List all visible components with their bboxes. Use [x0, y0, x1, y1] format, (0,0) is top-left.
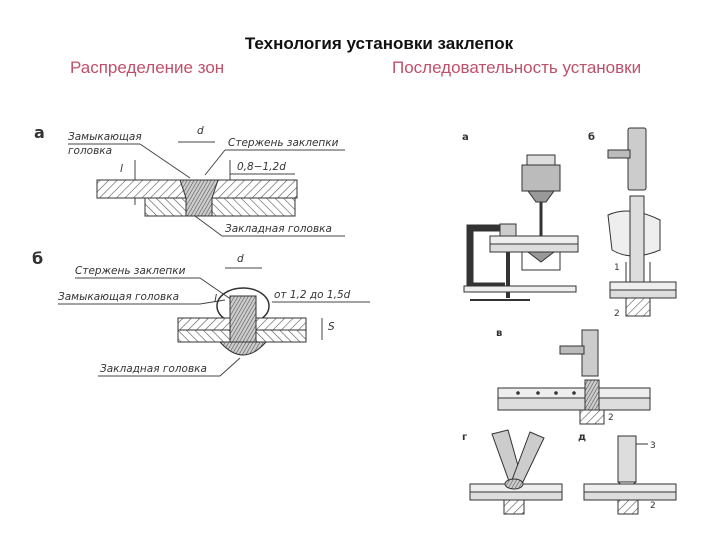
panel-a-letter: а — [34, 123, 45, 142]
label-factory-head-a: Закладная головка — [225, 223, 332, 235]
support-g — [503, 499, 525, 515]
subtitle-installation-sequence: Последовательность установки — [392, 58, 642, 77]
plate-top-b — [609, 281, 677, 291]
plate-top-d — [583, 483, 677, 493]
label-2-b: 2 — [614, 309, 620, 319]
step-b-setting: б 1 2 — [588, 127, 677, 319]
slide-title: Технология установки заклепок — [244, 34, 514, 53]
rivet-shank-b — [229, 295, 257, 343]
label-closing-head-a-2: головка — [68, 145, 112, 157]
hammer-head-b — [627, 127, 647, 191]
step-g-letter: г — [462, 432, 467, 443]
drill-spindle — [526, 154, 556, 166]
label-d-b: d — [237, 253, 244, 265]
step-b-letter: б — [588, 131, 595, 143]
label-height-a: 0,8−1,2d — [237, 161, 286, 173]
label-2-d: 2 — [650, 501, 656, 511]
step-d-finishing: д 3 2 — [578, 432, 677, 515]
panel-a-countersunk-rivet: а Замыкающая головка d Стержень заклепки… — [34, 123, 345, 237]
label-shank-a: Стержень заклепки — [228, 137, 339, 149]
crimping-die-d — [617, 435, 637, 483]
support-d — [617, 499, 639, 515]
workbench-a — [463, 285, 577, 293]
rivet-body-a — [179, 179, 219, 217]
rivet-v — [584, 379, 600, 411]
label-closing-head-b: Замыкающая головка — [58, 291, 179, 303]
plate-bottom-g — [469, 491, 563, 501]
label-factory-head-b: Закладная головка — [100, 363, 207, 375]
hammer-right-g — [511, 431, 545, 485]
label-closing-head-a: Замыкающая — [68, 131, 142, 143]
rivet-set-b — [629, 195, 645, 287]
hammer-handle-v — [559, 345, 585, 355]
drill-plate-top — [489, 235, 579, 245]
label-d-a: d — [197, 125, 204, 137]
label-1-b: 1 — [614, 263, 620, 273]
support-b — [625, 297, 651, 317]
support-v — [579, 409, 605, 425]
step-a-drilling: а — [462, 132, 579, 301]
step-g-shaping: г — [462, 429, 563, 515]
panel-b-letter: б — [32, 249, 43, 268]
drill-plate-bottom — [489, 243, 579, 253]
step-v-letter: в — [496, 328, 502, 339]
drill-chuck-tip — [527, 190, 555, 203]
drill-chuck — [521, 164, 561, 192]
factory-head-b — [218, 341, 268, 356]
drill-support-block — [526, 251, 556, 263]
label-length-b: от 1,2 до 1,5d — [274, 289, 351, 301]
step-a-letter: а — [462, 132, 469, 143]
subtitle-zone-distribution: Распределение зон — [70, 58, 225, 77]
label-shank-b: Стержень заклепки — [75, 265, 186, 277]
panel-b-round-head-rivet: б d Стержень заклепки Замыкающая головка… — [32, 249, 370, 377]
plate-bottom-v — [497, 397, 651, 411]
label-l-b: l — [214, 293, 217, 305]
hammer-handle-b — [607, 149, 631, 159]
label-l-a: l — [120, 163, 123, 175]
plate-bottom-b — [609, 289, 677, 299]
step-v-upsetting: в 2 — [496, 328, 651, 425]
label-s-b: S — [328, 321, 335, 333]
bottom-plate-a — [144, 197, 296, 217]
step-d-letter: д — [578, 432, 586, 443]
plate-bottom-d — [583, 491, 677, 501]
label-2-v: 2 — [608, 413, 614, 423]
label-3-d: 3 — [650, 441, 656, 451]
